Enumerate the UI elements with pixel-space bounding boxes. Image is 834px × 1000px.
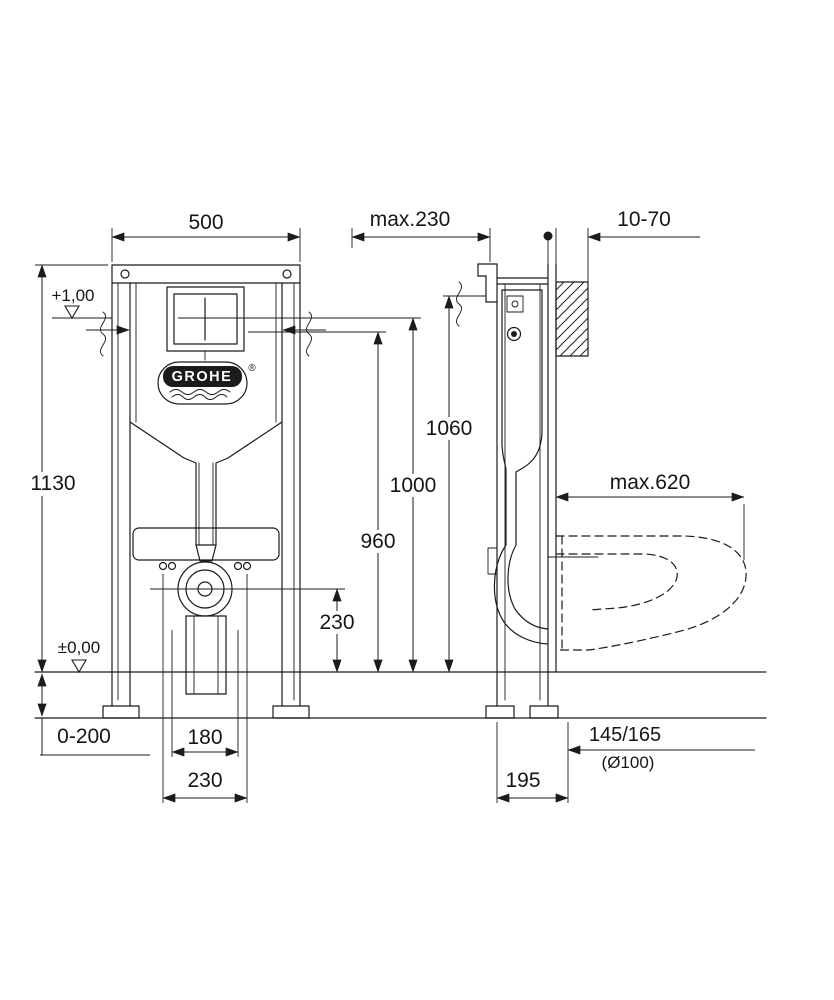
dim-label-outlet-diameter: (Ø100) [602,753,655,772]
extension-lines [35,228,745,803]
wall-hatching [555,281,589,357]
wall-break-right [282,311,326,357]
datum-symbol-floor [71,659,87,674]
dimension-labels: 500 max.230 10-70 +1,00 1130 1060 1000 9… [30,208,690,792]
brand-wordmark: GROHE [172,369,233,385]
dim-label-wall-range: 10-70 [617,208,671,231]
registered-trademark-mark: ® [248,363,256,374]
mounting-bracket [132,527,280,571]
dim-label-1000: 1000 [390,474,437,497]
dim-label-frame-depth: 195 [505,769,540,792]
dim-label-outlet-height: 145/165 [589,724,661,746]
dim-label-foot-range: 0-200 [57,725,111,748]
datum-label-top: +1,00 [51,286,94,305]
drain-connector [177,561,233,695]
dim-label-drain-height: 230 [319,611,354,634]
side-view-cistern [487,289,599,645]
front-view-cistern [129,282,283,562]
dimension-lines [37,232,755,803]
dim-label-1060: 1060 [426,417,473,440]
dim-label-960: 960 [360,530,395,553]
wall-reference-dot [543,231,553,241]
dim-label-frame-height: 1130 [30,472,75,495]
wall-section [543,231,589,673]
wall-break-side [456,281,462,327]
label-backgrounds [24,417,476,634]
toilet-bowl-outline [555,535,747,651]
dim-label-180: 180 [187,726,222,749]
wall-break-left [86,311,130,357]
datum-label-floor: ±0,00 [58,638,100,657]
dim-label-230-bottom: 230 [187,769,222,792]
grohe-logo: GROHE ® [157,361,256,405]
dim-label-plate-depth: max.230 [370,208,451,231]
front-view-frame [102,264,310,719]
dim-label-bowl-depth: max.620 [610,471,691,494]
datum-symbol-top [64,305,80,320]
side-view-frame [477,263,559,719]
dim-label-frame-width: 500 [188,211,223,234]
floor-lines [34,671,767,719]
flush-plate-opening [166,286,245,361]
